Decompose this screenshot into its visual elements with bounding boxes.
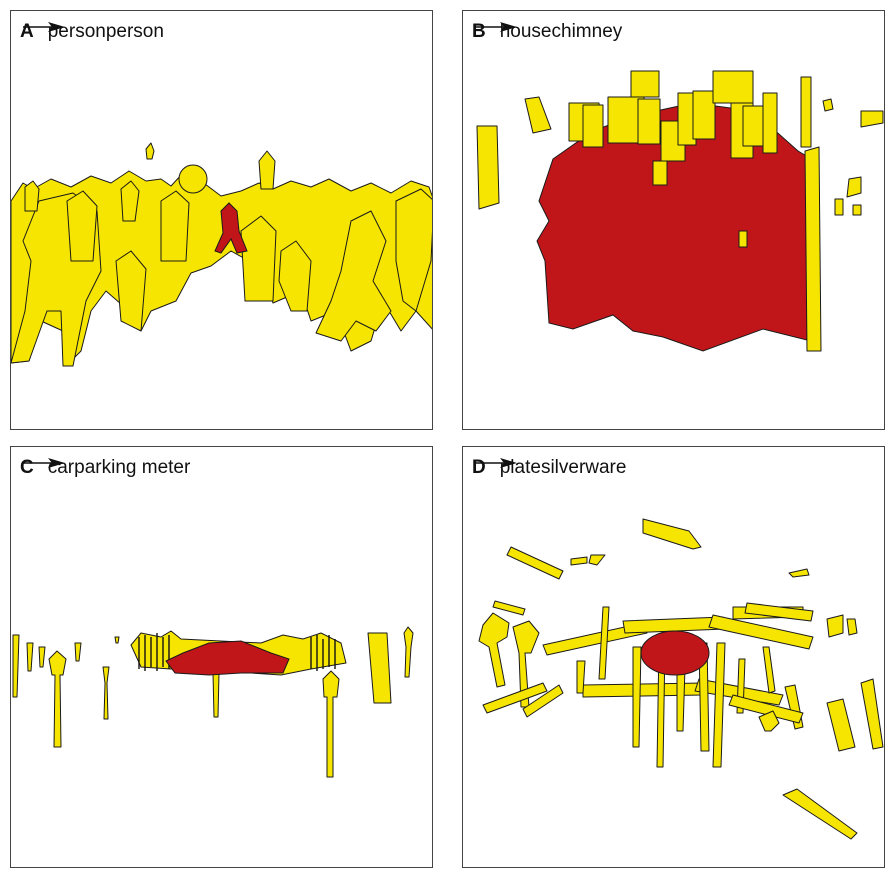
silverware-shape (744, 602, 814, 622)
silverware-shape (598, 606, 610, 680)
person-shape (66, 190, 98, 262)
chimney-shape (822, 98, 834, 112)
panel-a: A person person (10, 10, 433, 430)
silverware-shape (826, 698, 856, 752)
parking-meter-shape (38, 646, 46, 668)
silverware-shape (782, 788, 858, 840)
silverware-shape (582, 682, 704, 698)
panel-b: B house chimney (462, 10, 885, 430)
person-shape (115, 250, 147, 332)
panel-c-caption: C car parking meter (20, 457, 190, 479)
target-car-shape (165, 640, 290, 676)
chimney-shape (762, 92, 778, 154)
chimney-shape (712, 70, 754, 104)
target-plate-shape (640, 630, 710, 676)
silverware-shape (522, 684, 564, 718)
person-shape (258, 150, 276, 190)
parking-meter-shape (102, 666, 110, 720)
person-shape (160, 190, 190, 262)
chimney-shape (652, 160, 668, 186)
person-shape (315, 210, 392, 342)
panel-c: C car parking meter (10, 446, 433, 868)
silverware-shape (784, 684, 804, 730)
person-shape (278, 240, 312, 312)
silverware-shape (506, 546, 564, 580)
silverware-shape (632, 646, 642, 748)
chimney-shape (524, 96, 552, 134)
silverware-shape (642, 518, 702, 550)
panel-b-caption: B house chimney (472, 21, 622, 43)
panel-b-target: chimney (551, 21, 623, 42)
chimney-shape (860, 110, 884, 128)
panel-a-caption: A person person (20, 21, 164, 43)
panel-d-target: silverware (540, 457, 627, 478)
arrow-right-icon (475, 458, 517, 468)
person-shape (240, 215, 277, 302)
silverware-shape (860, 678, 884, 750)
chimney-shape (476, 125, 500, 210)
parking-meter-shape (74, 642, 82, 662)
person-shape (395, 188, 432, 312)
arrow-right-icon (475, 22, 517, 32)
silverware-shape (492, 600, 526, 616)
silverware-shape (576, 660, 586, 694)
chimney-shape (738, 230, 748, 248)
chimney-shape (800, 76, 812, 148)
silverware-shape (542, 622, 648, 656)
person-shape (24, 180, 40, 212)
silverware-shape (570, 556, 588, 566)
chimney-shape (846, 176, 862, 198)
chimney-shape (637, 98, 661, 145)
silverware-shape (728, 694, 804, 724)
silverware-shape (676, 666, 686, 732)
panel-a-drawing (11, 142, 432, 367)
parking-meter-shape (367, 632, 392, 704)
parking-meter-shape (26, 642, 34, 672)
chimney-shape (630, 70, 660, 98)
person-head-shape (178, 164, 208, 194)
silverware-shape (482, 682, 548, 714)
panel-d: D plate silverware (462, 446, 885, 868)
arrow-right-icon (23, 22, 65, 32)
chimney-shape (852, 204, 862, 216)
silverware-shape (826, 614, 844, 638)
silverware-shape (512, 620, 540, 708)
chimney-shape (692, 90, 716, 140)
panel-c-target: parking meter (74, 457, 191, 478)
panel-a-target: person (105, 21, 164, 42)
person-shape (145, 142, 155, 160)
panel-d-caption: D plate silverware (472, 457, 626, 479)
panel-c-drawing (12, 626, 414, 778)
target-person-shape (214, 202, 248, 254)
silverware-shape (846, 618, 858, 636)
silverware-shape (758, 710, 780, 732)
silverware-shape (708, 614, 814, 650)
chimney-shape (804, 146, 822, 352)
parking-meter-shape (12, 634, 20, 698)
silverware-shape (588, 554, 606, 566)
silverware-shape (478, 612, 510, 688)
parking-meter-shape (212, 672, 220, 718)
chimney-shape (582, 104, 604, 148)
parking-meter-shape (322, 670, 340, 778)
parking-meter-shape (114, 636, 120, 644)
silverware-shape (788, 568, 810, 578)
arrow-right-icon (23, 458, 65, 468)
panel-b-drawing (476, 70, 884, 352)
person-shape (120, 180, 140, 222)
parking-meter-shape (403, 626, 414, 678)
chimney-shape (834, 198, 844, 216)
panel-d-drawing (478, 518, 884, 840)
parking-meter-shape (48, 650, 67, 748)
silverware-shape (762, 646, 776, 694)
silverware-shape (712, 642, 726, 768)
